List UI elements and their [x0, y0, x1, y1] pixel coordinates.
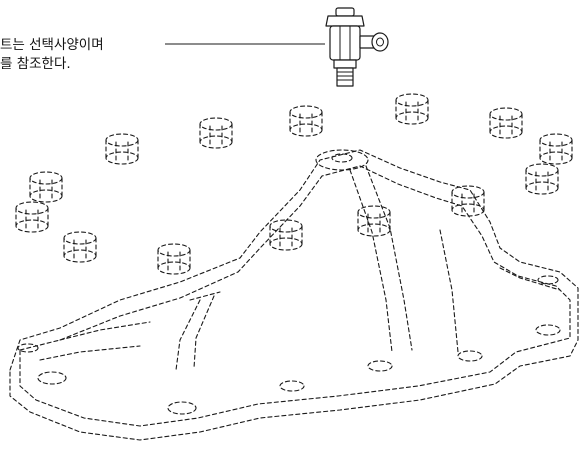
hex-nut-icon — [63, 231, 97, 263]
hex-nut-icon — [29, 171, 63, 203]
hex-nut-icon — [105, 133, 139, 165]
hex-nut-icon — [357, 205, 391, 237]
hex-nut-icon — [539, 133, 573, 165]
hex-nut-icon — [289, 105, 323, 137]
callout-line-2: 를 참조한다. — [0, 56, 71, 72]
hex-nut-icon — [525, 163, 559, 195]
callout-line-1: 트는 선택사양이며 — [0, 37, 104, 53]
hex-nut-icon — [489, 107, 523, 139]
valve-cover-outline — [9, 149, 579, 441]
hex-nut-icon — [199, 117, 233, 149]
hex-nut-icon — [395, 93, 429, 125]
hex-nut-icon — [15, 201, 49, 233]
optional-fitting-icon — [325, 7, 389, 87]
hex-nut-icon — [269, 219, 303, 251]
hex-nut-icon — [157, 243, 191, 275]
hex-nut-icon — [451, 185, 485, 217]
callout-text: 트는 선택사양이며 를 참조한다. — [0, 36, 104, 74]
